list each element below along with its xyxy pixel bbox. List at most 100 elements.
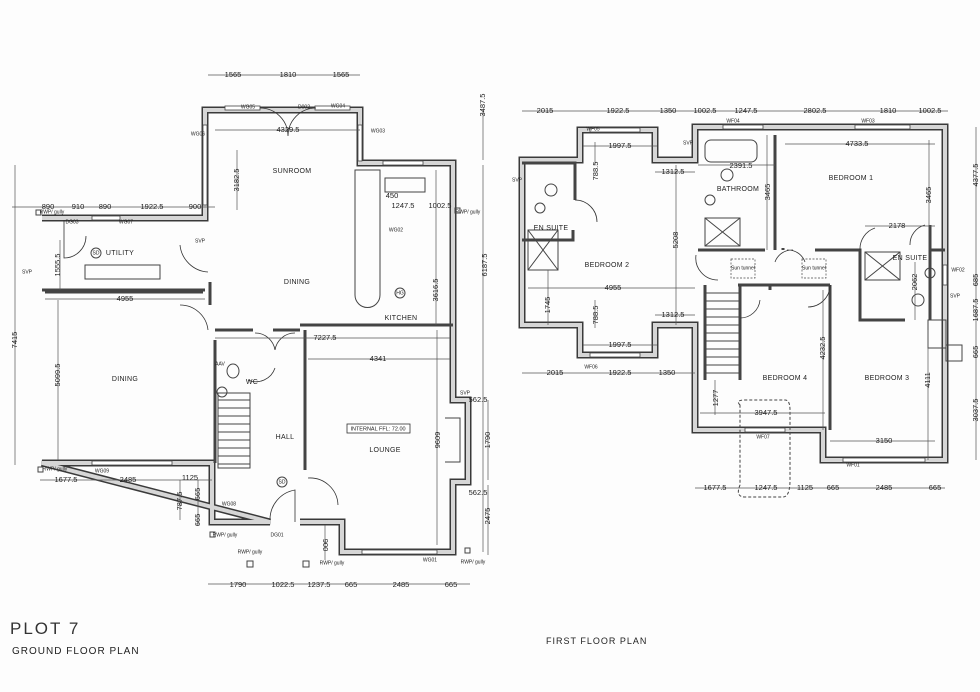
dimension-label: 3037.5 <box>971 399 980 422</box>
room-label-en-suite-2: EN SUITE <box>534 225 569 232</box>
dimension-label: 2485 <box>876 483 893 492</box>
gully-icon <box>302 560 310 568</box>
dimension-label: 1745 <box>543 297 552 314</box>
gully-icon <box>35 209 42 216</box>
code-sd-utility: SD <box>93 250 100 256</box>
dimension-label: 562.5 <box>469 395 488 404</box>
fitting-label-aav: AAV <box>215 361 225 367</box>
gully-icon <box>464 547 471 554</box>
opening-label: WG03 <box>371 128 385 134</box>
dimension-label: 787.5 <box>175 492 184 511</box>
dimension-label: 1350 <box>660 106 677 115</box>
bathroom-basin <box>704 194 716 206</box>
dimension-label: 4341 <box>370 354 387 363</box>
dimension-label: 4377.5 <box>971 164 980 187</box>
dimension-label: 1922.5 <box>609 368 632 377</box>
wc-toilet <box>226 363 240 379</box>
ensuite1-toilet <box>911 293 925 307</box>
dimension-label: 900 <box>189 202 202 211</box>
window-wf05 <box>589 127 641 133</box>
door-lounge <box>307 477 339 506</box>
code-sd-hall: SD <box>279 479 286 485</box>
dimension-label: 1350 <box>659 368 676 377</box>
opening-label: WG06 <box>191 131 205 137</box>
dimension-label: 2391.5 <box>730 161 753 170</box>
window-wg03 <box>357 124 363 162</box>
dimension-label: 3150 <box>876 436 893 445</box>
dimension-label: 665 <box>193 488 202 501</box>
dimension-label: 1677.5 <box>55 475 78 484</box>
lounge-bay <box>445 417 461 463</box>
window-wg09 <box>91 460 173 466</box>
room-label-kitchen: KITCHEN <box>385 315 418 322</box>
opening-label: WG04 <box>331 103 345 109</box>
ffl-note-box <box>346 423 411 434</box>
opening-label: WF03 <box>861 118 875 124</box>
ensuite1-shower <box>864 251 901 281</box>
dimension-label: 890 <box>42 202 55 211</box>
dimension-label: 2015 <box>547 368 564 377</box>
dimension-label: 1002.5 <box>429 201 452 210</box>
window-wf01 <box>842 457 926 463</box>
fitting-label-rwp: RWP/ gully <box>238 549 263 555</box>
first-openings: WF05 WF04 WF03 WF02 WF06 WF07 WF01 <box>584 118 965 468</box>
room-label-en-suite-1: EN SUITE <box>893 255 928 262</box>
dimension-label: 2475 <box>483 508 492 525</box>
room-label-wc: WC <box>246 379 258 386</box>
dimension-label: 1002.5 <box>694 106 717 115</box>
window-wf04 <box>722 124 764 130</box>
dimension-label: 1312.5 <box>662 167 685 176</box>
opening-label: WG01 <box>423 557 437 563</box>
dimension-label: 1810 <box>880 106 897 115</box>
dimension-label: 450 <box>386 191 399 200</box>
bathroom-shower <box>704 217 741 247</box>
opening-label: DG01 <box>270 532 283 538</box>
ensuite2-basin <box>534 202 546 214</box>
dimension-label: 1555.5 <box>53 254 62 277</box>
dimension-label: 4955 <box>117 294 134 303</box>
opening-label: WF05 <box>586 126 600 132</box>
room-label-bathroom: BATHROOM <box>717 186 759 193</box>
dimension-label: 4111 <box>923 372 932 388</box>
ensuite2-shower-tray <box>527 229 559 271</box>
ensuite2-toilet <box>544 183 558 197</box>
door-dining <box>179 304 209 331</box>
utility-worktop <box>84 264 161 280</box>
dimension-label: 2485 <box>393 580 410 589</box>
dimension-label: 665 <box>193 514 202 527</box>
dimension-label: 665 <box>345 580 358 589</box>
bathroom-toilet <box>720 168 734 182</box>
dimension-label: 788.5 <box>591 306 600 325</box>
first-dimensions: 2015 1922.5 1350 1002.5 1247.5 2802.5 18… <box>537 106 980 492</box>
fitting-label-svp: SVP <box>512 177 523 183</box>
ground-floor-plan: SUNROOM UTILITY DINING KITCHEN DINING WC… <box>10 70 492 589</box>
first-floor-title: FIRST FLOOR PLAN <box>546 636 647 646</box>
dimension-label: 665 <box>445 580 458 589</box>
dimension-label: 1687.5 <box>971 299 980 322</box>
dimension-label: 1125 <box>797 483 813 492</box>
door-d002 <box>259 107 317 137</box>
dimension-label: 1997.5 <box>609 340 632 349</box>
ground-outer-wall-fill <box>41 108 470 554</box>
ground-dimensions: 1565 1810 1565 4329.5 3182.5 3487.5 6187… <box>10 70 492 589</box>
door-utility <box>179 244 209 273</box>
opening-label: D002 <box>298 104 310 110</box>
dimension-label: 1997.5 <box>609 141 632 150</box>
dimension-label: 1677.5 <box>704 483 727 492</box>
ground-dimension-lines <box>12 74 489 585</box>
fitting-label-svp: SVP <box>22 269 33 275</box>
fitting-label-svp: SVP <box>460 390 471 396</box>
room-label-utility: UTILITY <box>106 250 134 257</box>
code-circle <box>276 476 288 488</box>
window-wf07 <box>744 427 786 433</box>
dimension-label: 1247.5 <box>392 201 415 210</box>
dimension-label: 900 <box>321 539 330 552</box>
dimension-label: 1922.5 <box>141 202 164 211</box>
code-hg-kitchen: HG <box>396 290 404 296</box>
room-label-sunroom: SUNROOM <box>273 168 312 175</box>
room-label-hall: HALL <box>276 434 295 441</box>
dimension-label: 1247.5 <box>735 106 758 115</box>
ground-internal-walls <box>42 282 453 470</box>
dimension-label: 2802.5 <box>804 106 827 115</box>
